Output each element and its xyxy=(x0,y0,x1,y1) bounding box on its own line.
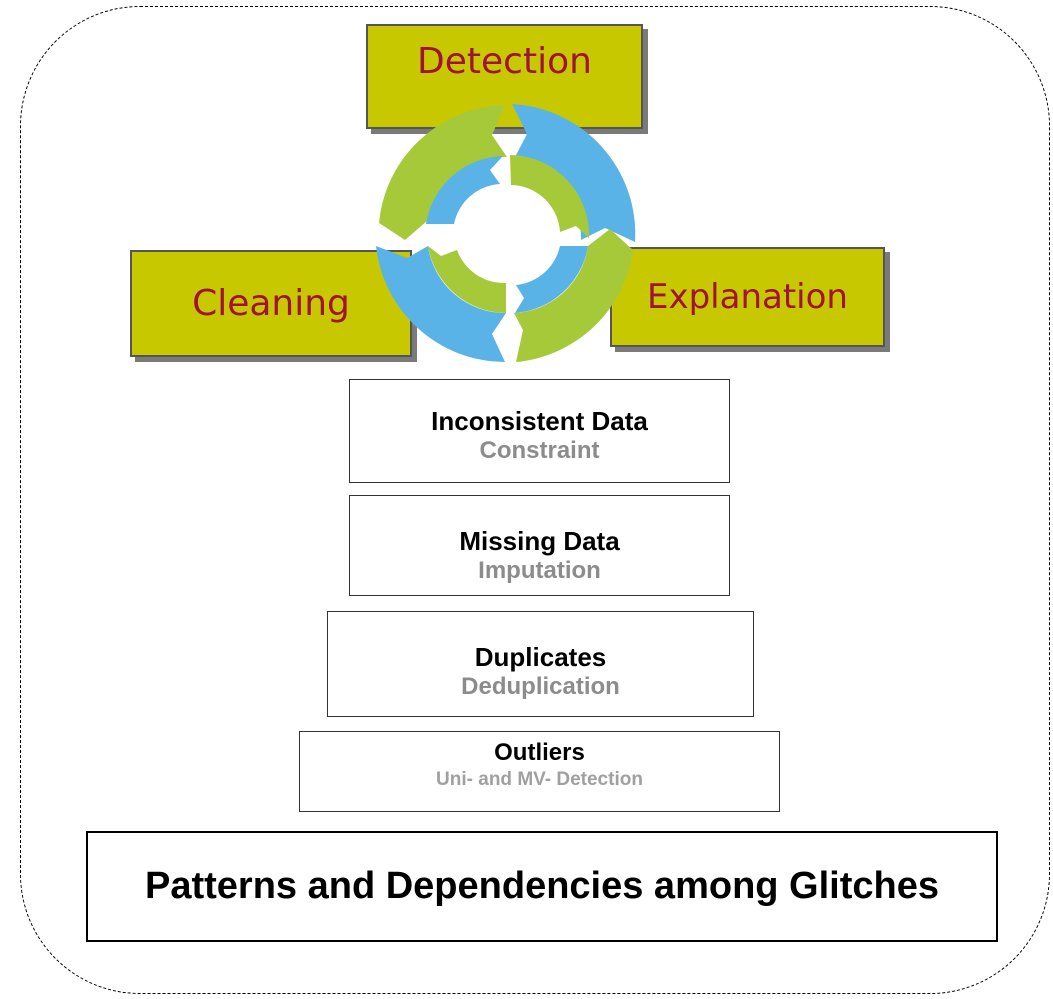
stage-detection-label: Detection xyxy=(417,41,592,82)
layer-title: Duplicates xyxy=(474,642,607,672)
layer-method: Deduplication xyxy=(461,673,620,700)
dashed-rounded-frame xyxy=(20,6,1050,994)
stage-cleaning-label: Cleaning xyxy=(192,283,350,324)
pyramid-base: Patterns and Dependencies among Glitches xyxy=(86,831,998,942)
layer-title: Outliers xyxy=(494,739,585,766)
stage-cleaning: Cleaning xyxy=(130,250,412,357)
stage-explanation-label: Explanation xyxy=(647,277,848,317)
pyramid-layer-duplicates: Duplicates Deduplication xyxy=(327,611,754,717)
pyramid-layer-inconsistent-data: Inconsistent Data Constraint xyxy=(349,379,730,483)
pyramid-layer-missing-data: Missing Data Imputation xyxy=(349,495,730,596)
layer-title: Inconsistent Data xyxy=(431,406,648,436)
layer-method: Constraint xyxy=(479,437,600,464)
stage-detection: Detection xyxy=(366,24,643,129)
pyramid-base-label: Patterns and Dependencies among Glitches xyxy=(145,865,939,907)
layer-method: Imputation xyxy=(478,557,601,584)
pyramid-layer-outliers: Outliers Uni- and MV- Detection xyxy=(299,731,780,812)
stage-explanation: Explanation xyxy=(610,247,885,347)
layer-method: Uni- and MV- Detection xyxy=(436,769,643,790)
layer-title: Missing Data xyxy=(459,526,620,556)
